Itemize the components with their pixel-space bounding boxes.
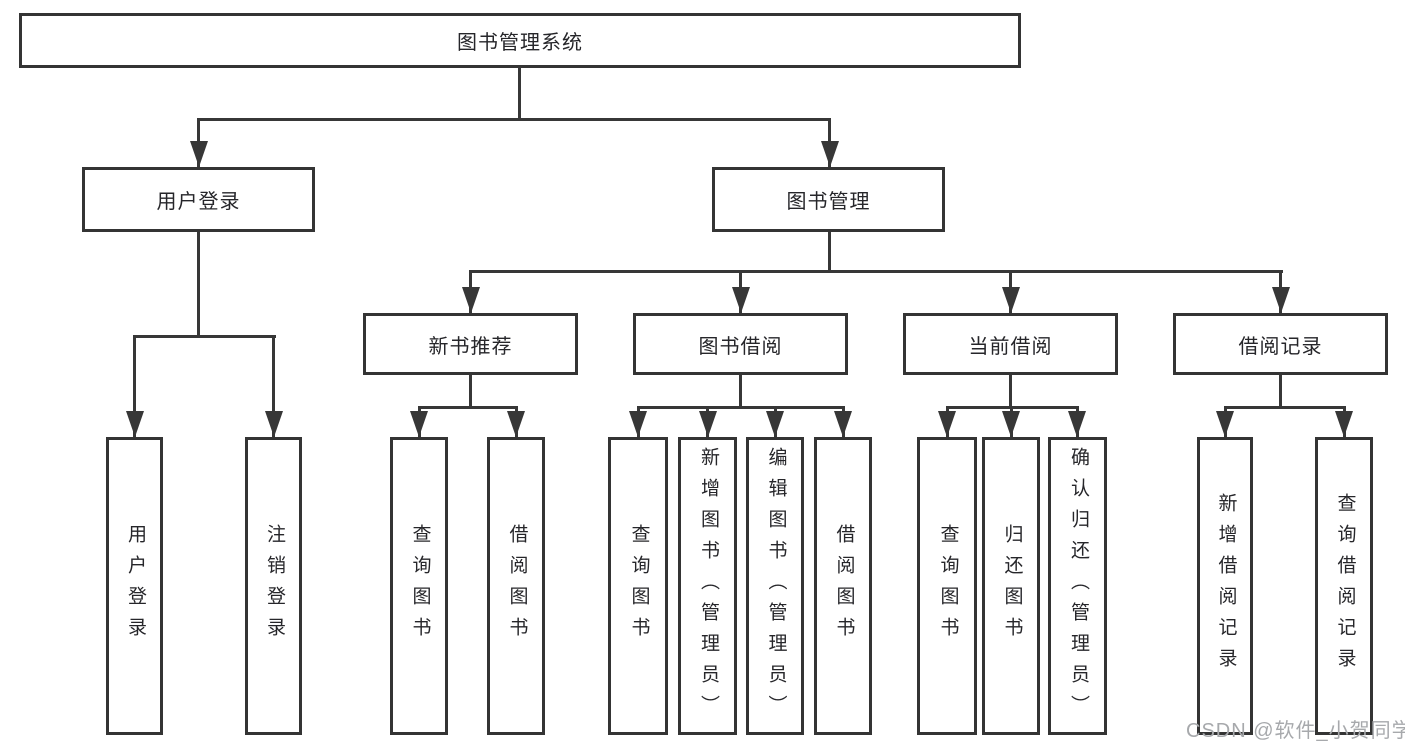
- node-root-label: 图书管理系统: [457, 32, 583, 54]
- node-book-management: 图书管理: [712, 167, 945, 232]
- leaf-borrow-books-borrowing: 借阅图书: [814, 437, 872, 735]
- arrowhead-down-icon: [1002, 287, 1020, 313]
- arrowhead-down-icon: [1272, 287, 1290, 313]
- node-book-borrowing-label: 图书借阅: [698, 335, 783, 358]
- arrowhead-down-icon: [834, 411, 852, 437]
- leaf-query-books-newbook: 查询图书: [390, 437, 448, 735]
- arrowhead-down-icon: [1335, 411, 1353, 437]
- leaf-logout: 注销登录: [245, 437, 302, 735]
- leaf-borrow-books-newbook: 借阅图书: [487, 437, 545, 735]
- connector-line: [637, 406, 845, 409]
- leaf-confirm-return-admin-label: 确认归还（管理员）: [1067, 446, 1089, 726]
- leaf-return-books: 归还图书: [982, 437, 1040, 735]
- arrowhead-down-icon: [1002, 411, 1020, 437]
- arrowhead-down-icon: [938, 411, 956, 437]
- connector-line: [1279, 375, 1282, 406]
- arrowhead-down-icon: [732, 287, 750, 313]
- connector-line: [469, 375, 472, 406]
- node-user-login-label: 用户登录: [156, 191, 241, 213]
- leaf-query-borrow-record: 查询借阅记录: [1315, 437, 1373, 735]
- node-borrowing-records-label: 借阅记录: [1238, 335, 1323, 358]
- connector-line: [133, 335, 276, 338]
- arrowhead-down-icon: [1216, 411, 1234, 437]
- arrowhead-down-icon: [410, 411, 428, 437]
- leaf-add-book-admin: 新增图书（管理员）: [678, 437, 737, 735]
- arrowhead-down-icon: [190, 141, 208, 167]
- arrowhead-down-icon: [821, 141, 839, 167]
- arrowhead-down-icon: [265, 411, 283, 437]
- leaf-confirm-return-admin: 确认归还（管理员）: [1048, 437, 1107, 735]
- arrowhead-down-icon: [126, 411, 144, 437]
- connector-line: [197, 232, 200, 335]
- connector-line: [272, 335, 275, 437]
- leaf-query-books-newbook-label: 查询图书: [409, 524, 431, 648]
- leaf-add-borrow-record: 新增借阅记录: [1197, 437, 1253, 735]
- node-user-login: 用户登录: [82, 167, 315, 232]
- leaf-query-books-borrowing-label: 查询图书: [628, 524, 650, 648]
- connector-line: [1224, 406, 1346, 409]
- arrowhead-down-icon: [766, 411, 784, 437]
- node-current-borrowing-label: 当前借阅: [968, 335, 1053, 358]
- node-book-borrowing: 图书借阅: [633, 313, 848, 375]
- node-new-book-recommendation-label: 新书推荐: [428, 335, 513, 358]
- connector-line: [828, 232, 831, 270]
- arrowhead-down-icon: [699, 411, 717, 437]
- leaf-return-books-label: 归还图书: [1001, 524, 1023, 648]
- node-book-management-label: 图书管理: [786, 191, 871, 213]
- leaf-query-borrow-record-label: 查询借阅记录: [1334, 493, 1356, 679]
- node-new-book-recommendation: 新书推荐: [363, 313, 578, 375]
- arrowhead-down-icon: [462, 287, 480, 313]
- arrowhead-down-icon: [1068, 411, 1086, 437]
- node-borrowing-records: 借阅记录: [1173, 313, 1388, 375]
- connector-line: [739, 375, 742, 406]
- leaf-user-login-label: 用户登录: [124, 524, 146, 648]
- node-current-borrowing: 当前借阅: [903, 313, 1118, 375]
- connector-line: [418, 406, 518, 409]
- connector-line: [197, 118, 831, 121]
- leaf-add-borrow-record-label: 新增借阅记录: [1215, 493, 1237, 679]
- leaf-borrow-books-newbook-label: 借阅图书: [506, 524, 528, 648]
- leaf-edit-book-admin-label: 编辑图书（管理员）: [765, 446, 787, 726]
- leaf-borrow-books-borrowing-label: 借阅图书: [833, 524, 855, 648]
- connector-line: [518, 67, 521, 118]
- watermark: CSDN @软件_小贺同学: [1186, 720, 1405, 742]
- connector-line: [1009, 375, 1012, 406]
- node-root: 图书管理系统: [19, 13, 1021, 68]
- arrowhead-down-icon: [629, 411, 647, 437]
- leaf-edit-book-admin: 编辑图书（管理员）: [746, 437, 804, 735]
- leaf-logout-label: 注销登录: [263, 524, 285, 648]
- leaf-add-book-admin-label: 新增图书（管理员）: [697, 446, 719, 726]
- leaf-query-books-current-label: 查询图书: [937, 524, 959, 648]
- connector-line: [469, 270, 1283, 273]
- leaf-query-books-current: 查询图书: [917, 437, 977, 735]
- arrowhead-down-icon: [507, 411, 525, 437]
- leaf-query-books-borrowing: 查询图书: [608, 437, 668, 735]
- leaf-user-login: 用户登录: [106, 437, 163, 735]
- connector-line: [133, 335, 136, 437]
